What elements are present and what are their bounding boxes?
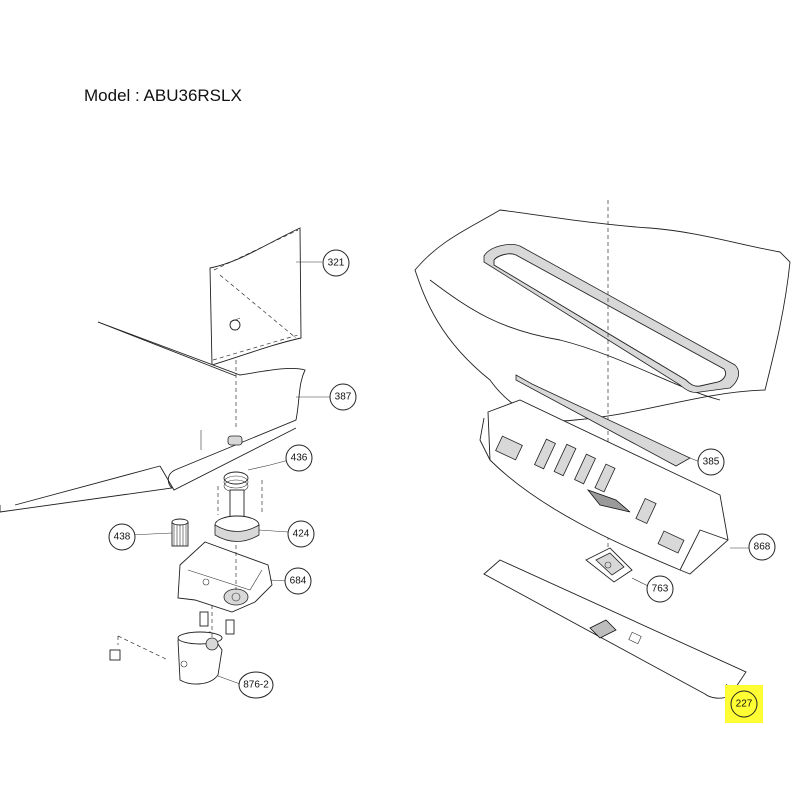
front-panel (414, 200, 791, 570)
part-876-2-motor (177, 605, 241, 685)
part-763-sensor-holder (585, 547, 649, 587)
callout-438-label: 438 (114, 532, 131, 543)
callout-387: 387 (329, 383, 357, 411)
callout-868-label: 868 (754, 542, 771, 553)
part-868-display-housing (479, 399, 750, 575)
callout-684-label: 684 (290, 576, 307, 587)
callout-387-label: 387 (335, 392, 352, 403)
callout-227-highlight: 227 (725, 685, 763, 723)
callout-763-label: 763 (652, 584, 669, 595)
callout-438: 438 (108, 523, 136, 551)
part-436-spring (217, 459, 290, 515)
callout-385-label: 385 (703, 457, 720, 468)
callout-227-label: 227 (736, 699, 753, 710)
part-684-gear-housing (177, 541, 288, 613)
part-438-small-gear (129, 518, 189, 547)
callout-321: 321 (322, 249, 350, 277)
screws (109, 611, 235, 661)
part-387-vane (0, 321, 330, 513)
part-424-gear-shaft (214, 489, 289, 542)
callout-868: 868 (748, 533, 776, 561)
model-title: Model : ABU36RSLX (84, 86, 242, 105)
callout-876-2: 876-2 (238, 671, 274, 699)
callout-385: 385 (697, 448, 725, 476)
callout-424-label: 424 (293, 529, 310, 540)
callout-424: 424 (287, 520, 315, 548)
callout-763: 763 (646, 575, 674, 603)
callout-436-label: 436 (291, 453, 308, 464)
callout-684: 684 (284, 567, 312, 595)
callout-436: 436 (285, 444, 313, 472)
part-321-damper-blade (209, 227, 322, 366)
callout-876-2-label: 876-2 (243, 680, 269, 691)
callout-321-label: 321 (328, 258, 345, 269)
